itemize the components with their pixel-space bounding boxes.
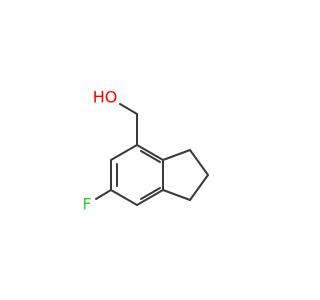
bond-c5-c7 (162, 149, 191, 161)
bond-c4-c5-inner (140, 150, 161, 163)
bond-c2-c1 (110, 189, 138, 206)
hydroxyl-label: HO (93, 88, 118, 107)
structure-diagram: HO F (82, 88, 209, 214)
bond-c1-c6 (136, 189, 164, 206)
bond-c2-f (95, 189, 112, 200)
molecule-canvas: HO F (82, 87, 209, 214)
bond-c9-c6 (162, 189, 191, 201)
bond-c4-c5 (136, 144, 164, 161)
bond-c7-c8 (189, 149, 209, 176)
bond-c1-c6-inner (140, 187, 161, 200)
bond-c8-c9 (189, 174, 209, 201)
fluorine-label: F (82, 195, 91, 214)
bond-c4-c3 (110, 144, 138, 161)
bond-ch2-o (119, 103, 138, 115)
